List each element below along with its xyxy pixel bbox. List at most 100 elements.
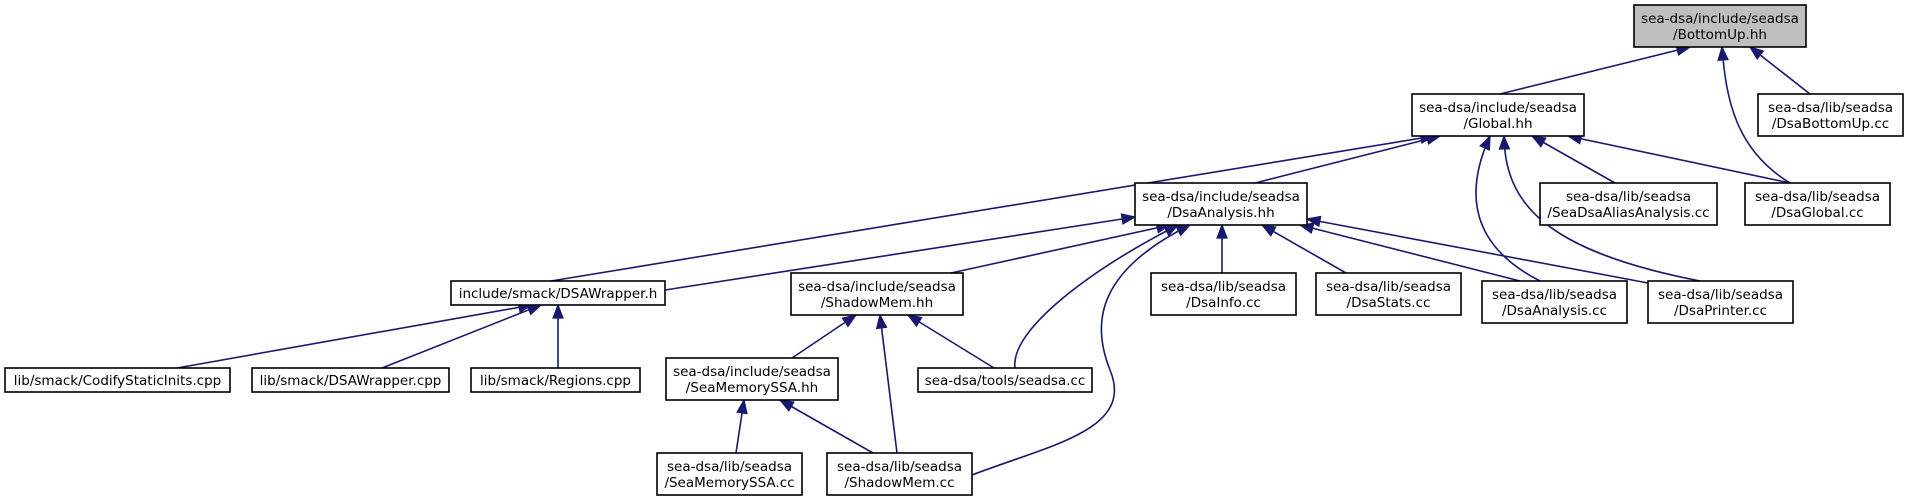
node-label: sea-dsa/include/seadsa: [1419, 100, 1577, 116]
edge-n4-n11: [552, 303, 564, 368]
edge-n5-n13: [1014, 224, 1180, 369]
node-box: [656, 452, 803, 496]
node-box: [1633, 4, 1807, 48]
edge-line: [1567, 135, 1791, 184]
node-label: /SeaMemorySSA.cc: [664, 475, 794, 491]
node-label: sea-dsa/lib/seadsa: [1492, 287, 1617, 303]
file-node[interactable]: sea-dsa/lib/seadsa/DsaStats.cc: [1315, 272, 1462, 316]
file-node[interactable]: sea-dsa/lib/seadsa/SeaMemorySSA.cc: [656, 452, 803, 496]
file-node[interactable]: sea-dsa/lib/seadsa/DsaInfo.cc: [1150, 272, 1297, 316]
file-node[interactable]: sea-dsa/include/seadsa/BottomUp.hh: [1633, 4, 1807, 48]
edge-line: [550, 135, 1435, 282]
edge-line: [879, 314, 898, 454]
edge-n17-n14: [778, 399, 874, 454]
edge-line: [1306, 218, 1649, 284]
node-label: lib/smack/DSAWrapper.cpp: [260, 373, 442, 389]
file-node[interactable]: sea-dsa/lib/seadsa/ShadowMem.cc: [826, 452, 973, 496]
arrowhead: [1479, 134, 1491, 151]
edge-line: [1299, 224, 1521, 282]
node-box: [826, 452, 973, 496]
arrowhead: [1260, 224, 1277, 237]
node-box: [1481, 280, 1628, 324]
node-label: /ShadowMem.hh: [821, 295, 933, 311]
node-label: lib/smack/Regions.cpp: [480, 373, 631, 389]
edge-line: [907, 314, 995, 369]
edge-n4-n9: [176, 301, 534, 369]
node-label: /DsaAnalysis.cc: [1502, 303, 1607, 319]
file-node[interactable]: sea-dsa/include/seadsa/Global.hh: [1411, 93, 1585, 137]
edge-n12-n13: [906, 314, 995, 369]
node-label: /Global.hh: [1463, 116, 1532, 132]
node-label: /BottomUp.hh: [1673, 27, 1767, 43]
arrowhead: [841, 314, 858, 328]
edge-n5-n8: [1305, 215, 1649, 284]
edge-line: [950, 224, 1171, 274]
edge-line: [1261, 224, 1347, 274]
edge-n4-n10: [381, 304, 543, 369]
file-node[interactable]: sea-dsa/lib/seadsa/DsaAnalysis.cc: [1481, 280, 1628, 324]
node-label: sea-dsa/include/seadsa: [1142, 189, 1300, 205]
node-label: include/smack/DSAWrapper.h: [459, 286, 658, 302]
edge-line: [1254, 135, 1441, 184]
node-label: /SeaDsaAliasAnalysis.cc: [1547, 205, 1709, 221]
edge-n12-n17: [791, 314, 858, 359]
node-box: [665, 357, 839, 401]
edge-line: [1475, 135, 1541, 282]
arrowhead: [736, 398, 748, 415]
node-box: [1134, 182, 1308, 226]
file-node[interactable]: include/smack/DSAWrapper.h: [450, 280, 666, 306]
edge-n1-n7: [1475, 134, 1541, 282]
node-box: [790, 272, 964, 316]
edge-n12-n14: [875, 313, 898, 454]
file-node[interactable]: sea-dsa/lib/seadsa/DsaBottomUp.cc: [1757, 93, 1904, 137]
edge-n5-n16: [1260, 224, 1347, 274]
edge-line: [971, 224, 1191, 476]
node-label: /ShadowMem.cc: [844, 475, 954, 491]
file-node[interactable]: sea-dsa/tools/seadsa.cc: [917, 367, 1093, 393]
edge-line: [176, 304, 533, 369]
edge-line: [1014, 224, 1179, 369]
node-label: lib/smack/CodifyStaticInits.cpp: [14, 373, 221, 389]
node-label: /SeaMemorySSA.hh: [686, 380, 818, 396]
node-label: sea-dsa/include/seadsa: [798, 279, 956, 295]
arrowhead: [906, 314, 923, 328]
file-node[interactable]: sea-dsa/lib/seadsa/SeaDsaAliasAnalysis.c…: [1539, 182, 1718, 226]
edge-n5-n14: [971, 224, 1192, 476]
edge-line: [779, 399, 874, 454]
node-label: /DsaPrinter.cc: [1674, 303, 1767, 319]
arrowhead: [1305, 215, 1322, 228]
node-box: [470, 367, 641, 393]
file-node[interactable]: sea-dsa/lib/seadsa/DsaGlobal.cc: [1744, 182, 1891, 226]
arrowhead: [1717, 45, 1729, 62]
file-node[interactable]: sea-dsa/include/seadsa/SeaMemorySSA.hh: [665, 357, 839, 401]
file-node[interactable]: sea-dsa/include/seadsa/ShadowMem.hh: [790, 272, 964, 316]
node-box: [1647, 280, 1794, 324]
edge-line: [1721, 46, 1791, 184]
edge-n0-n1: [1499, 44, 1692, 95]
node-box: [1539, 182, 1718, 226]
node-label: sea-dsa/tools/seadsa.cc: [925, 373, 1086, 389]
edge-line: [664, 216, 1136, 291]
node-label: sea-dsa/lib/seadsa: [667, 459, 792, 475]
file-node[interactable]: lib/smack/CodifyStaticInits.cpp: [4, 367, 231, 393]
node-label: sea-dsa/lib/seadsa: [1326, 279, 1451, 295]
arrowhead: [875, 313, 888, 330]
file-node[interactable]: lib/smack/DSAWrapper.cpp: [251, 367, 450, 393]
edge-line: [1499, 46, 1691, 95]
node-label: /DsaAnalysis.hh: [1167, 205, 1274, 221]
edge-n1-n5: [1254, 133, 1442, 184]
arrowhead: [778, 399, 795, 412]
arrowhead: [1120, 213, 1137, 225]
edge-n5-n15: [1216, 223, 1228, 273]
node-box: [1757, 93, 1904, 137]
file-node[interactable]: sea-dsa/lib/seadsa/DsaPrinter.cc: [1647, 280, 1794, 324]
node-label: /DsaGlobal.cc: [1771, 205, 1863, 221]
edge-line: [381, 304, 542, 369]
file-node[interactable]: sea-dsa/include/seadsa/DsaAnalysis.hh: [1134, 182, 1308, 226]
arrowhead: [1530, 135, 1547, 148]
node-box: [251, 367, 450, 393]
node-label: sea-dsa/lib/seadsa: [1566, 189, 1691, 205]
file-node[interactable]: lib/smack/Regions.cpp: [470, 367, 641, 393]
edge-n0-n2: [1748, 45, 1811, 95]
edge-n5-n4: [664, 213, 1137, 291]
